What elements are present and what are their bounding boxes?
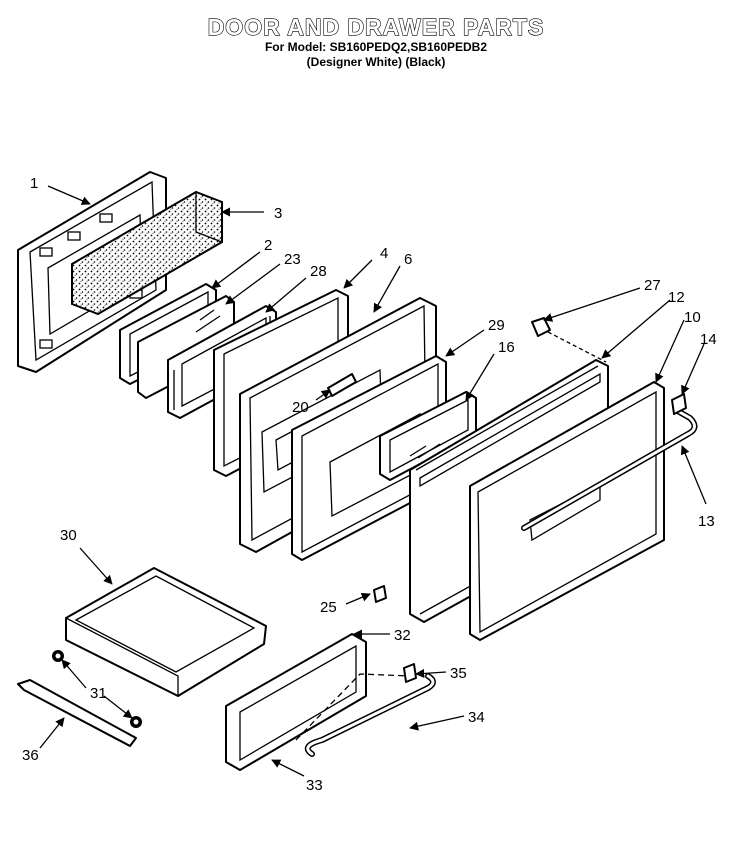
model-line: For Model: SB160PEDQ2,SB160PEDB2	[264, 40, 488, 54]
callout-3: 3	[274, 205, 282, 222]
part-30-drawer-body	[65, 567, 267, 698]
callout-10: 10	[684, 309, 701, 326]
callout-23: 23	[284, 251, 301, 268]
callout-32: 32	[394, 627, 411, 644]
part-27-plug	[531, 317, 607, 363]
part-32-drawer-front	[225, 633, 411, 771]
part-13-door-handle	[521, 407, 698, 531]
callout-14: 14	[700, 331, 717, 348]
callout-16: 16	[498, 339, 515, 356]
part-14-handle-bracket	[671, 393, 687, 415]
callout-25: 25	[320, 599, 337, 616]
callout-34: 34	[468, 709, 485, 726]
callout-30: 30	[60, 527, 77, 544]
finish-line: (Designer White) (Black)	[306, 55, 446, 69]
callout-13: 13	[698, 513, 715, 530]
callout-6: 6	[404, 251, 412, 268]
callout-36: 36	[22, 747, 39, 764]
part-36-drawer-rail	[17, 679, 137, 747]
diagram-header: DOOR AND DRAWER PARTS For Model: SB160PE…	[0, 13, 752, 70]
callout-35: 35	[450, 665, 467, 682]
callout-1: 1	[30, 175, 38, 192]
part-34-drawer-handle	[304, 673, 436, 757]
callout-4: 4	[380, 245, 388, 262]
part-31-roller-left	[52, 650, 64, 662]
part-25-drawer-stop	[373, 585, 387, 603]
callout-27: 27	[644, 277, 661, 294]
leader-lines	[39, 185, 707, 777]
part-10-outer-door	[469, 381, 665, 641]
callout-29: 29	[488, 317, 505, 334]
part-31-roller-right	[130, 716, 142, 728]
callout-12: 12	[668, 289, 685, 306]
diagram-title: DOOR AND DRAWER PARTS	[207, 13, 545, 40]
callout-31: 31	[90, 685, 107, 702]
part-3-insulation	[71, 190, 223, 316]
callout-28: 28	[310, 263, 327, 280]
callout-labels: 1 3 2 23 28 4 6 29 16 20 27 12 10 14 13 …	[22, 175, 717, 794]
part-35-drawer-bracket	[403, 663, 417, 683]
callout-2: 2	[264, 237, 272, 254]
callout-20: 20	[292, 399, 309, 416]
callout-33: 33	[306, 777, 323, 794]
